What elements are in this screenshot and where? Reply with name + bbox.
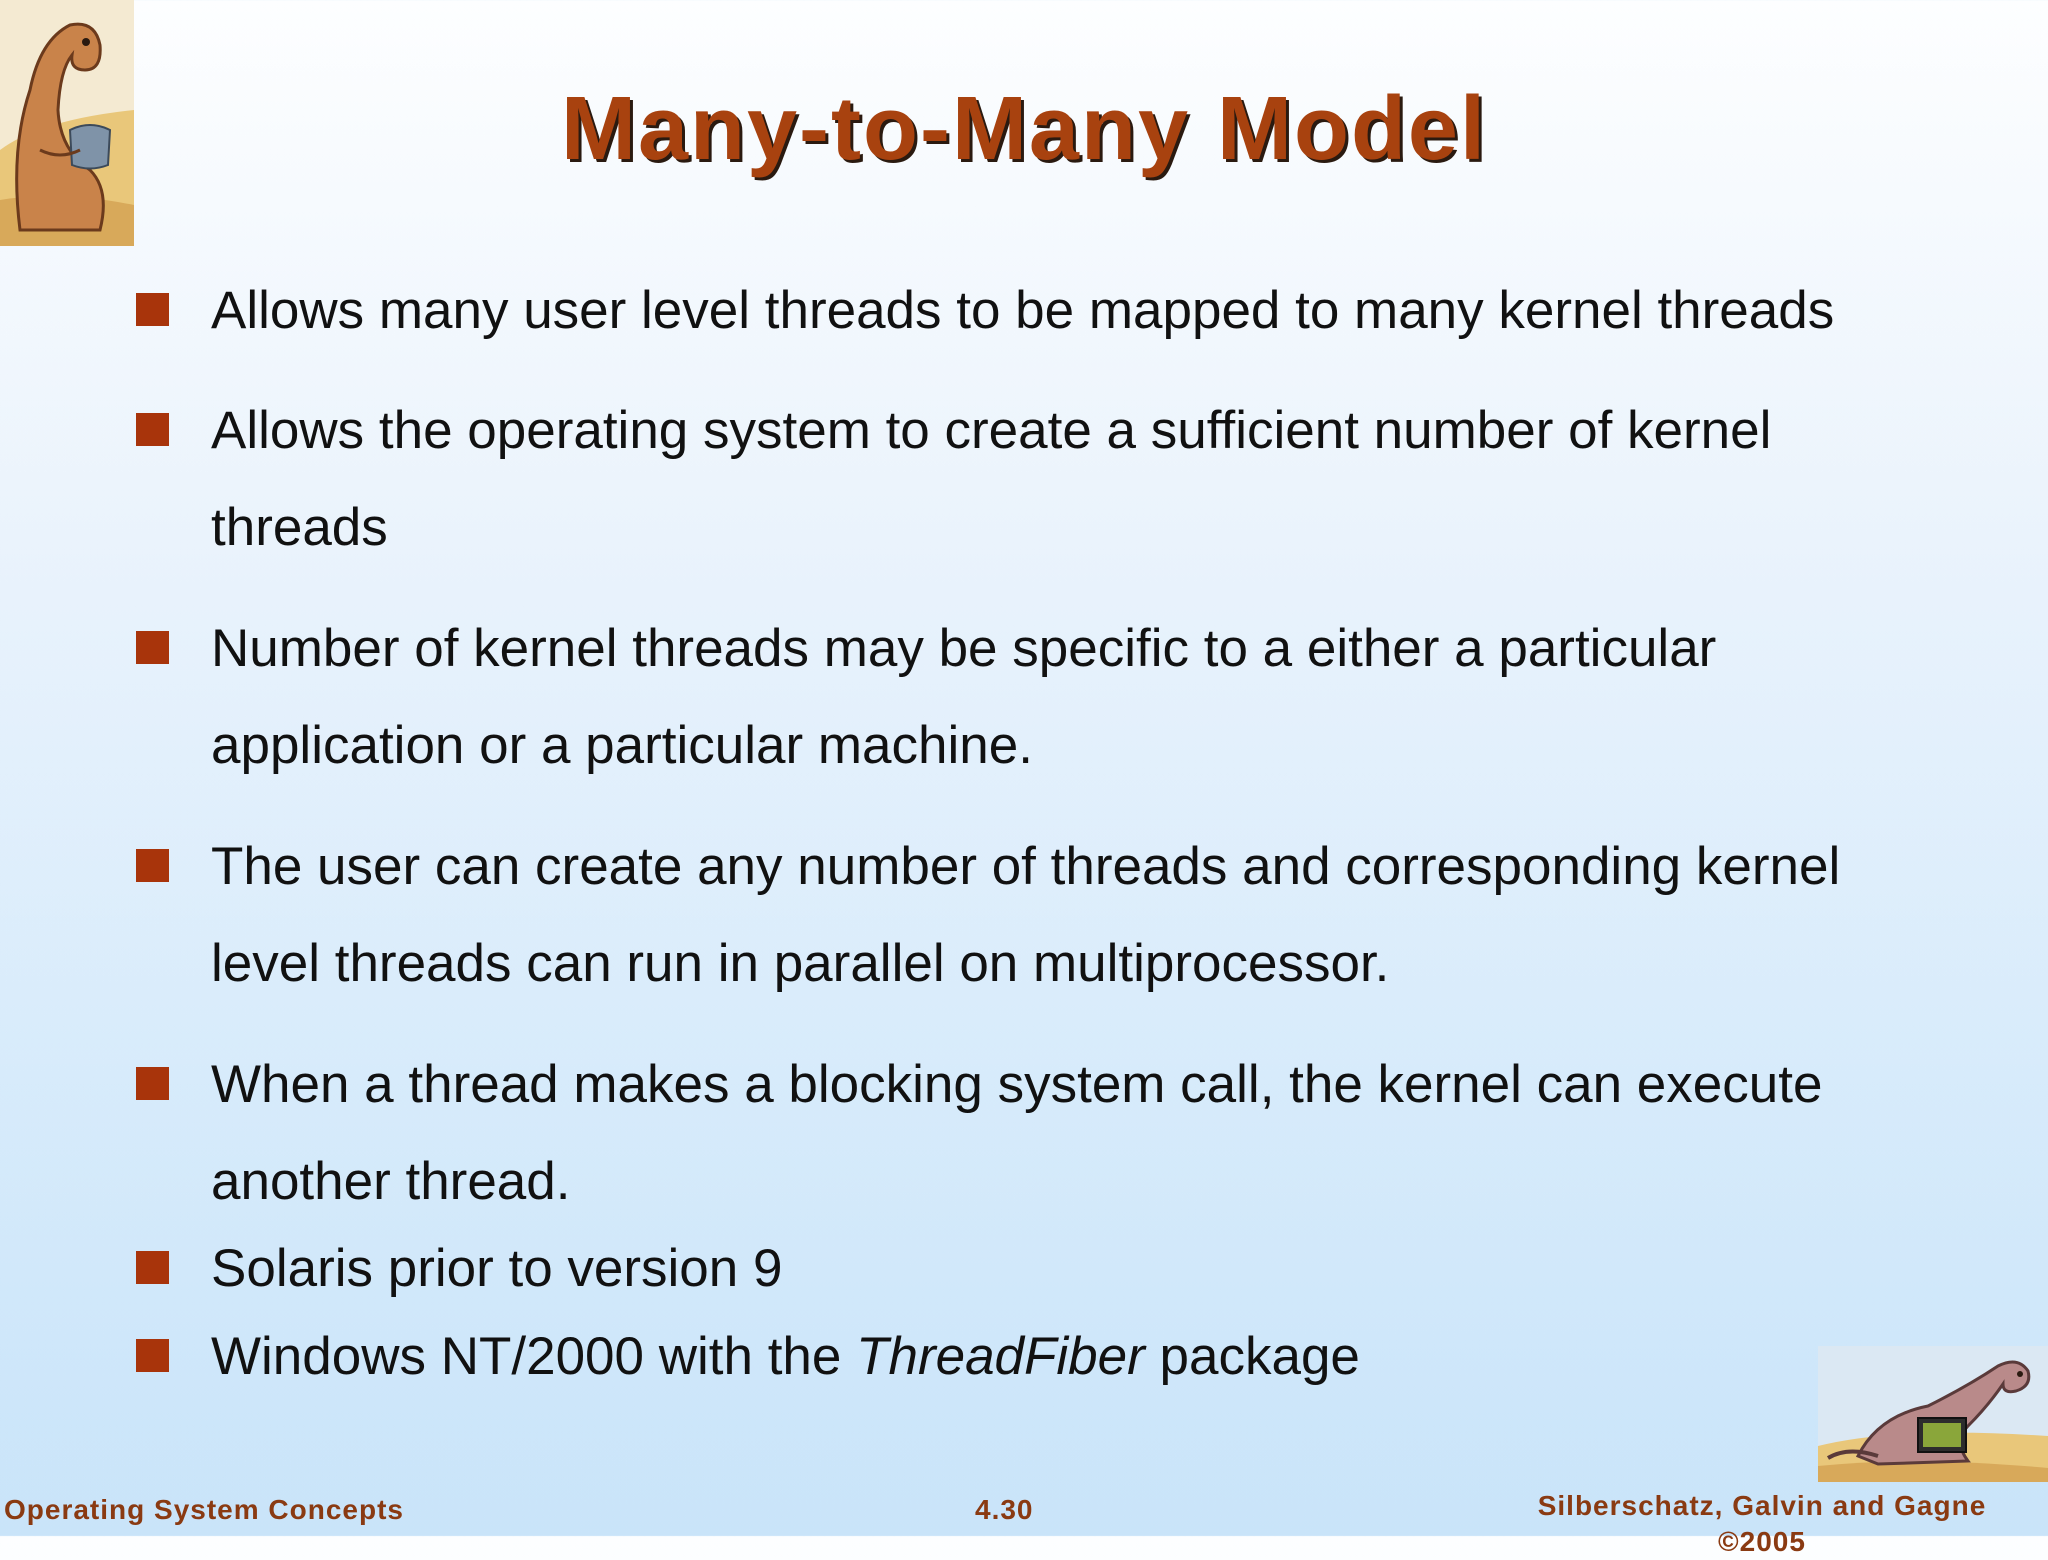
footer-slide-number: 4.30	[975, 1494, 1034, 1525]
bullet-square-icon	[136, 1339, 169, 1372]
bullet-text: When a thread makes a blocking system ca…	[211, 1036, 1911, 1230]
bullet-text: Allows the operating system to create a …	[211, 382, 1911, 576]
footer-authors: Silberschatz, Galvin and Gagne ©2005	[1522, 1488, 2002, 1557]
footer-copyright: ©2005	[1718, 1526, 1806, 1557]
bullet-text-before: Windows NT/2000 with the	[211, 1327, 857, 1386]
bullet-square-icon	[136, 849, 169, 882]
bullet-line: Solaris prior to version 9	[211, 1239, 783, 1298]
bullet-text: The user can create any number of thread…	[211, 818, 1911, 1012]
bullet-line: Allows many user level threads to be map…	[211, 281, 1835, 340]
bullet-line: Number of kernel threads may be specific…	[211, 619, 1717, 678]
bullet-line: another thread.	[211, 1152, 571, 1211]
bullet-line: threads	[211, 498, 388, 557]
bullet-line: When a thread makes a blocking system ca…	[211, 1055, 1823, 1114]
bullet-square-icon	[136, 293, 169, 326]
bullet-text: Windows NT/2000 with the ThreadFiber pac…	[211, 1313, 1911, 1401]
bullet-line: level threads can run in parallel on mul…	[211, 934, 1390, 993]
bullet-text: Solaris prior to version 9	[211, 1225, 1911, 1313]
bullet-text-emphasis: ThreadFiber	[856, 1327, 1145, 1386]
dinosaur-reading-icon	[0, 0, 134, 246]
bullet-square-icon	[136, 1067, 169, 1100]
bullet-text: Allows many user level threads to be map…	[211, 262, 1911, 359]
bullet-line: application or a particular machine.	[211, 716, 1033, 775]
dinosaur-laptop-icon	[1818, 1346, 2048, 1482]
slide-title: Many-to-Many Model	[561, 79, 1487, 179]
bullet-square-icon	[136, 413, 169, 446]
bullet-text: Number of kernel threads may be specific…	[211, 600, 1911, 794]
bullet-square-icon	[136, 1251, 169, 1284]
bullet-line: The user can create any number of thread…	[211, 837, 1841, 896]
bullet-text-after: package	[1144, 1327, 1360, 1386]
bullet-square-icon	[136, 631, 169, 664]
footer-course-title: Operating System Concepts	[4, 1494, 404, 1525]
bullet-line: Allows the operating system to create a …	[211, 401, 1772, 460]
footer-authors-line: Silberschatz, Galvin and Gagne	[1537, 1490, 1987, 1521]
